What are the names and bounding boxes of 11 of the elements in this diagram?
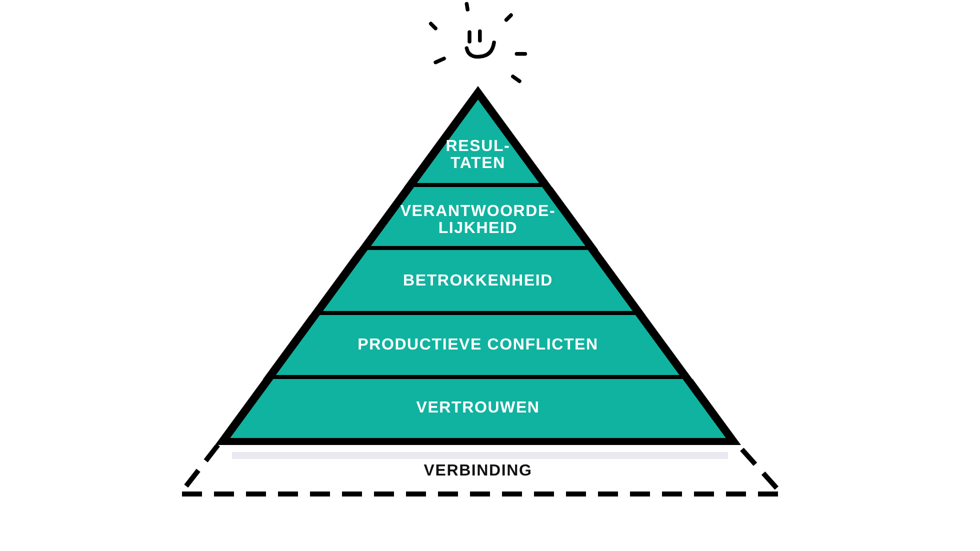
pyramid-layer [404,86,552,187]
layer-label: VERANTWOORDE- LIJKHEID [400,203,556,237]
layer-label: PRODUCTIEVE CONFLICTEN [358,336,598,354]
layer-label: RESUL- TATEN [446,138,510,172]
pyramid-layer [215,379,741,445]
layer-label: BETROKKENHEID [403,272,553,290]
pyramid-layer [358,187,598,250]
pyramid-layer [263,315,693,379]
layer-label: VERBINDING [424,462,532,480]
pyramid-layer [310,250,646,315]
layer-label: VERTROUWEN [416,400,540,416]
